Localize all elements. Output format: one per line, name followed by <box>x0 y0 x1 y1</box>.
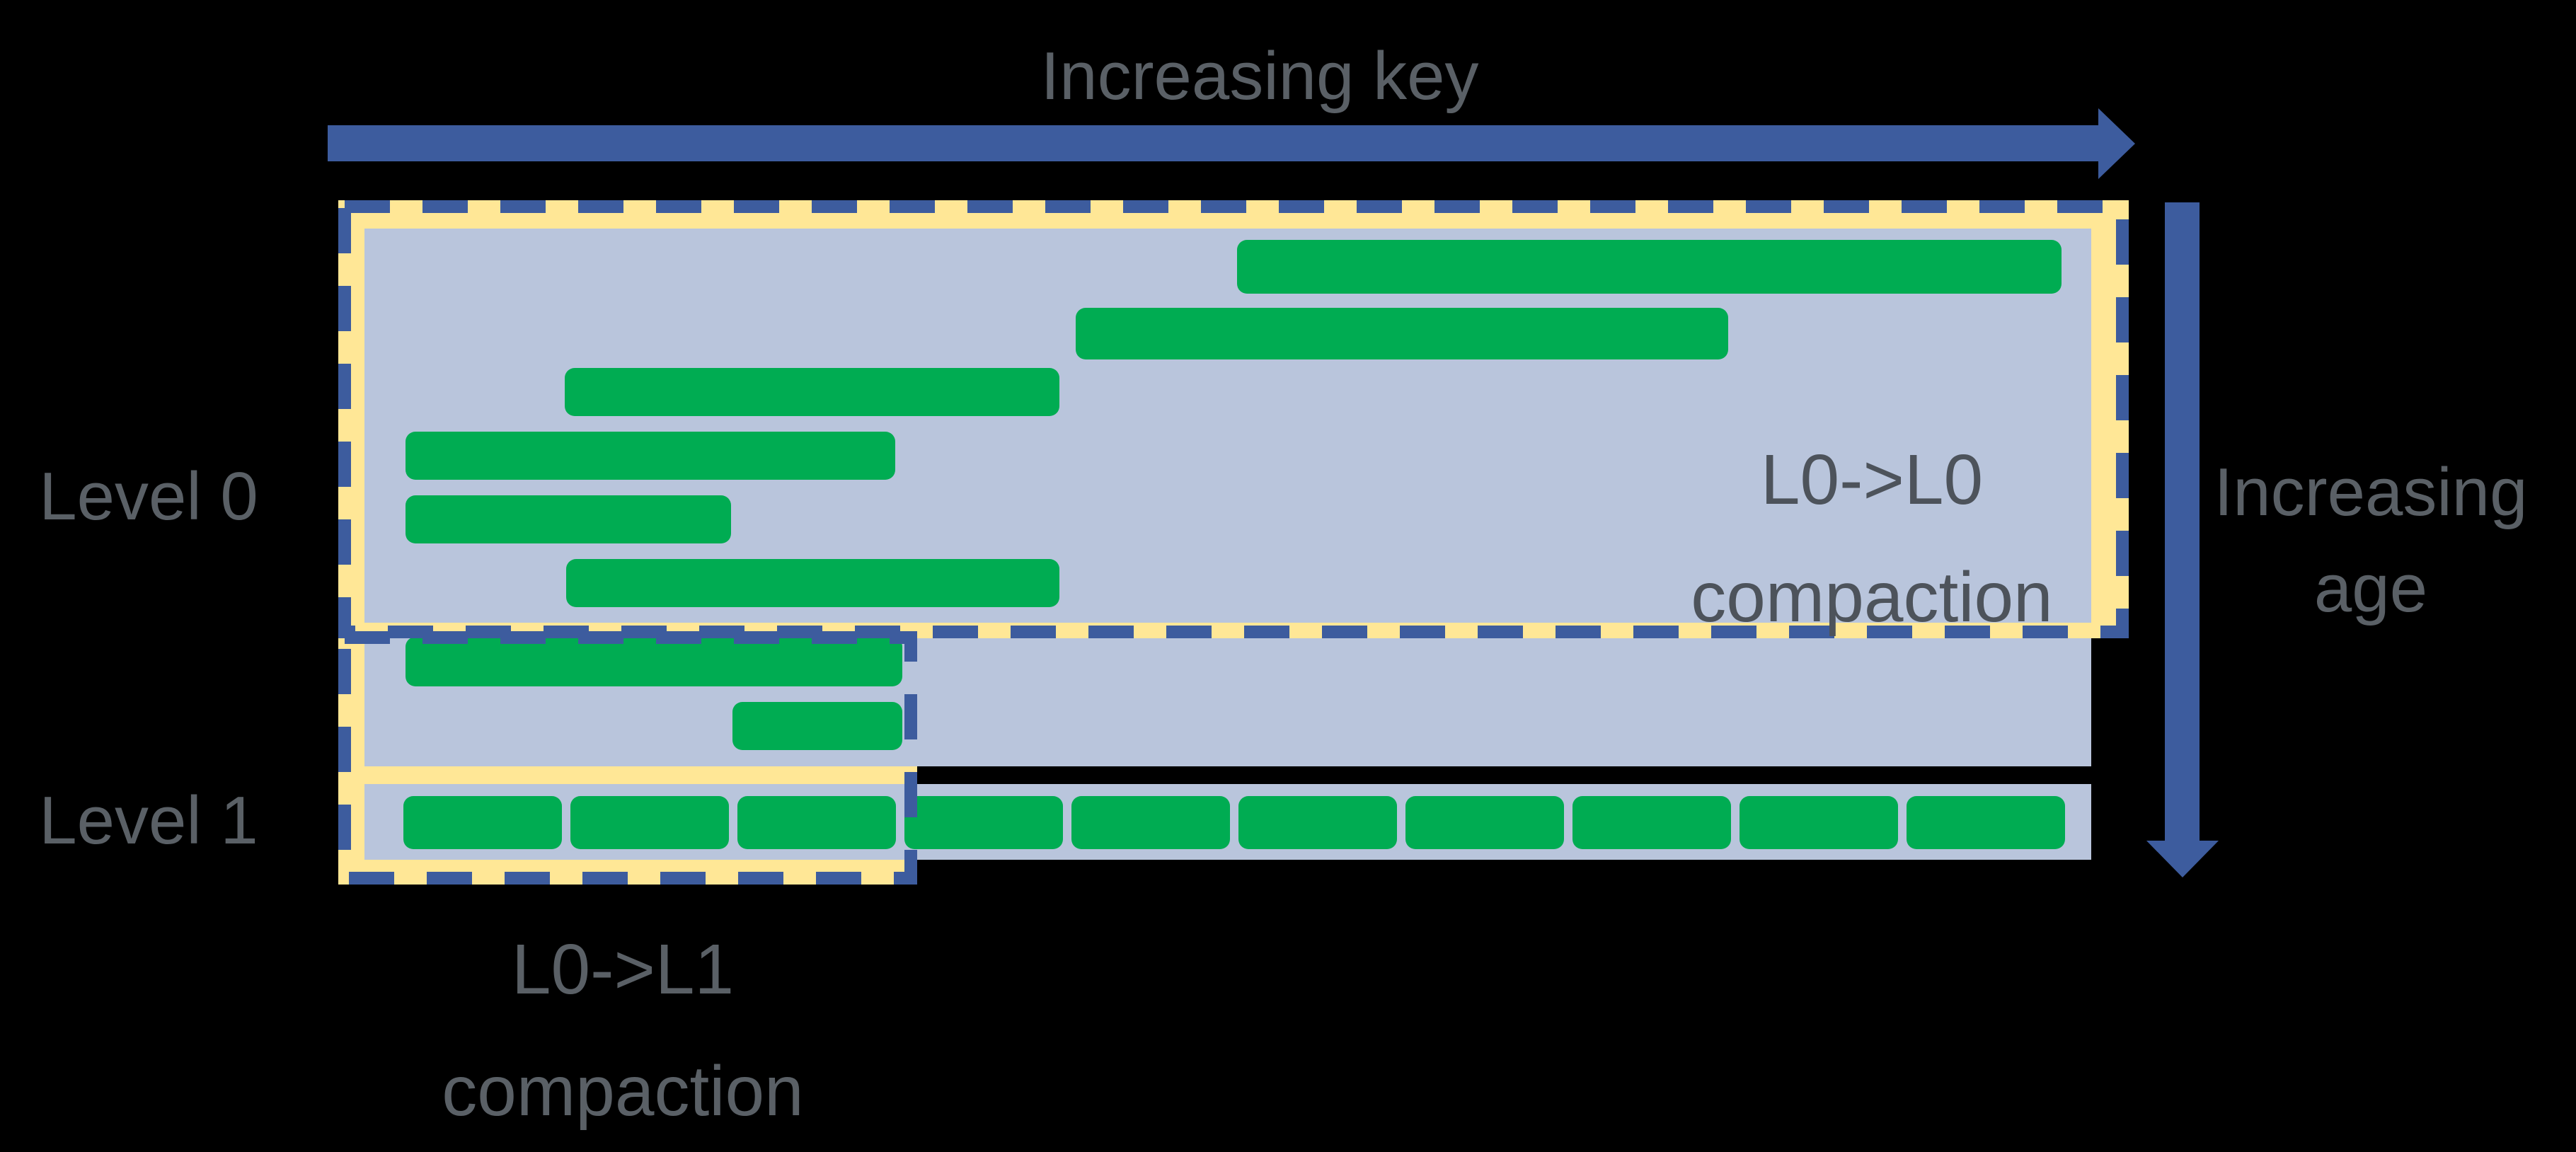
level0-sstable <box>565 368 1059 416</box>
level0-sstable <box>406 432 895 480</box>
lsm-compaction-diagram: Increasing key Level 0 Level 1 Increasin… <box>39 38 2562 1131</box>
level0-sstable <box>1237 240 2062 294</box>
l0-l1-compaction-line1: L0->L1 <box>511 930 735 1009</box>
level0-sstable <box>406 495 731 543</box>
level0-sstable <box>1076 308 1728 359</box>
l0-l0-compaction-line2: compaction <box>1691 558 2053 637</box>
increasing-age-line1: Increasing <box>2214 454 2528 530</box>
increasing-age-line2: age <box>2313 551 2428 627</box>
level1-sstable <box>403 796 562 849</box>
level1-sstable <box>1572 796 1731 849</box>
l0-l0-compaction-label: L0->L0 compaction <box>1660 421 2084 656</box>
increasing-age-label: Increasing age <box>2180 444 2562 638</box>
level0-sstable <box>406 637 902 686</box>
level1-sstable <box>1238 796 1397 849</box>
l0-l0-compaction-line1: L0->L0 <box>1760 440 1984 519</box>
level1-sstable <box>570 796 729 849</box>
level1-sstable <box>1071 796 1230 849</box>
level1-sstable <box>737 796 896 849</box>
level1-sstable <box>1405 796 1564 849</box>
level0-sstable <box>732 702 902 750</box>
level0-sstable <box>566 559 1059 607</box>
level1-sstable <box>904 796 1063 849</box>
level1-label: Level 1 <box>39 783 258 858</box>
increasing-key-label: Increasing key <box>1040 38 1479 114</box>
l0-l1-compaction-line2: compaction <box>442 1052 804 1131</box>
level1-sstable <box>1907 796 2065 849</box>
level1-sstable <box>1740 796 1898 849</box>
level0-label: Level 0 <box>39 459 258 534</box>
l0-l1-compaction-label: L0->L1 compaction <box>410 909 835 1152</box>
